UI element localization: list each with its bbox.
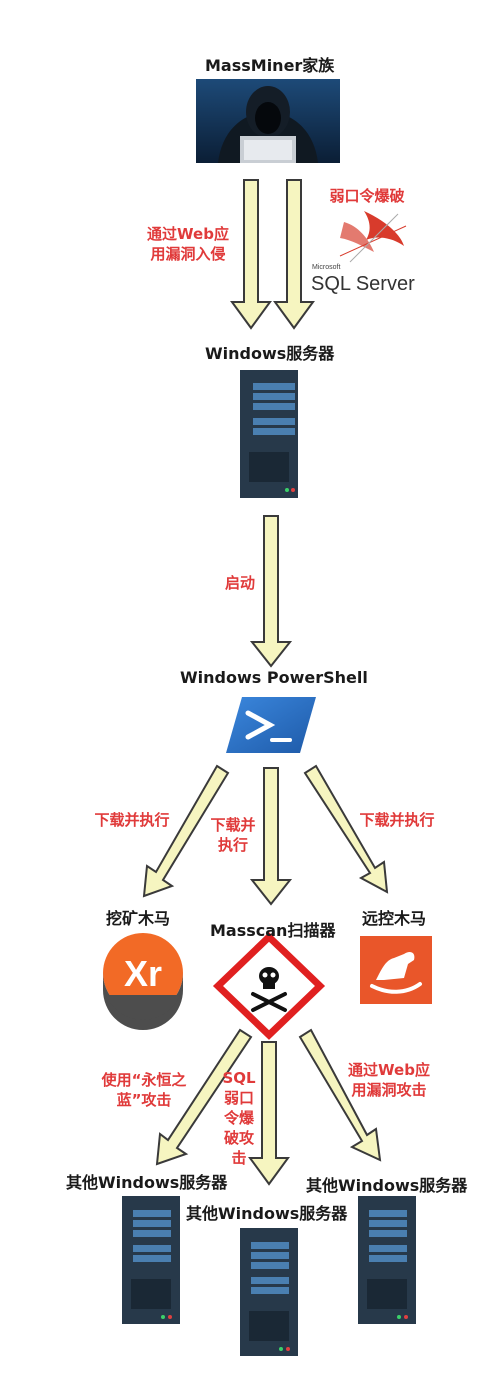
edge-label-launch: 启动 [224, 574, 255, 592]
node-windows-server: Windows服务器 [205, 344, 335, 363]
arrows-entry [142, 179, 389, 1186]
sql-server-logo [339, 211, 407, 263]
masscan-hazard-icon [212, 932, 326, 1040]
edge-label-weak-pwd: 弱口令爆破 [329, 187, 405, 205]
edge-label-download-right: 下载并执行 [359, 811, 435, 829]
server-icon-right [358, 1196, 416, 1324]
node-rat: 远控木马 [362, 909, 427, 928]
edge-label-download-middle: 下载并执行 [210, 816, 256, 854]
miner-logo [103, 933, 183, 1030]
node-masscan: Masscan扫描器 [210, 921, 336, 940]
node-other-middle: 其他Windows服务器 [186, 1204, 348, 1223]
server-icon-left [122, 1196, 180, 1324]
node-miner: 挖矿木马 [106, 909, 171, 928]
edge-label-download-left: 下载并执行 [94, 811, 170, 829]
node-massminer: MassMiner家族 [205, 56, 335, 75]
node-powershell: Windows PowerShell [180, 668, 368, 687]
powershell-icon [226, 697, 316, 753]
node-other-right: 其他Windows服务器 [306, 1176, 468, 1195]
edge-label-sql-weak: SQL弱口令爆破攻击 [222, 1069, 256, 1167]
node-other-left: 其他Windows服务器 [66, 1173, 228, 1192]
server-icon-middle [240, 1228, 298, 1356]
hacker-image [196, 79, 340, 163]
edge-label-web-vuln: 通过Web应用漏洞入侵 [147, 225, 229, 263]
edge-label-web-attack: 通过Web应用漏洞攻击 [348, 1061, 430, 1099]
miner-logo-text: Xr [124, 953, 162, 994]
sql-server-logo-small-text: Microsoft [312, 264, 340, 271]
sql-server-logo-text: SQL Server [311, 273, 415, 295]
server-icon-main [240, 370, 298, 498]
edge-label-eternal-blue: 使用“永恒之蓝”攻击 [101, 1071, 187, 1109]
rat-logo [360, 936, 432, 1004]
